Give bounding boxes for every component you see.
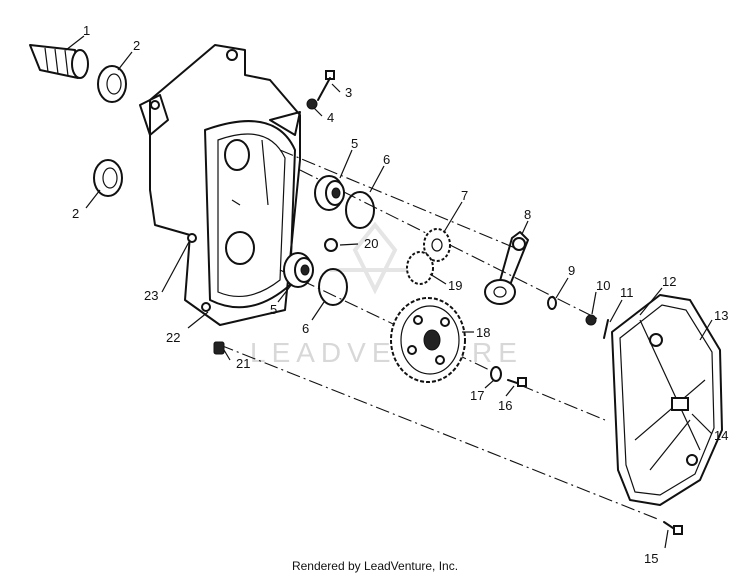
o-ring-upper — [345, 191, 375, 229]
callout-12: 12 — [662, 274, 676, 289]
nut-part-10 — [585, 314, 597, 326]
nut-part-4 — [306, 98, 318, 110]
callout-23: 23 — [144, 288, 158, 303]
callout-13: 13 — [714, 308, 728, 323]
gear-part-18 — [390, 297, 466, 383]
nut-part-20 — [324, 238, 338, 252]
seal-upper — [97, 65, 127, 103]
leader-lines — [65, 35, 713, 549]
bearing-lower — [283, 252, 314, 288]
callout-5b: 5 — [270, 302, 277, 317]
callout-6a: 6 — [383, 152, 390, 167]
plug-part-21 — [213, 341, 225, 355]
callout-11: 11 — [620, 285, 634, 300]
washer-part-9 — [547, 296, 557, 310]
callout-2b: 2 — [72, 206, 79, 221]
callout-18: 18 — [476, 325, 490, 340]
footer-credit: Rendered by LeadVenture, Inc. — [291, 559, 459, 573]
seal-lower — [93, 159, 123, 197]
callout-10: 10 — [596, 278, 610, 293]
bolt-part-3 — [317, 70, 335, 101]
washer-part-17 — [490, 366, 502, 382]
callout-6b: 6 — [302, 321, 309, 336]
callout-2a: 2 — [133, 38, 140, 53]
callout-9: 9 — [568, 263, 575, 278]
callout-16: 16 — [498, 398, 512, 413]
sprocket-part-7 — [423, 228, 451, 262]
bearing-upper — [314, 175, 345, 211]
callout-3: 3 — [345, 85, 352, 100]
bolt-part-15 — [663, 521, 683, 535]
callout-21: 21 — [236, 356, 250, 371]
callout-15: 15 — [644, 551, 658, 566]
callout-8: 8 — [524, 207, 531, 222]
callout-7: 7 — [461, 188, 468, 203]
sprocket-part-19 — [406, 251, 434, 285]
watermark-logo — [330, 221, 420, 295]
tensioner-arm — [484, 231, 529, 305]
shaft-part — [29, 44, 89, 79]
callout-19: 19 — [448, 278, 462, 293]
bolt-part-16 — [507, 377, 527, 387]
callout-1: 1 — [83, 23, 90, 38]
callout-5a: 5 — [351, 136, 358, 151]
chaincase-cover — [611, 294, 723, 506]
callout-22: 22 — [166, 330, 180, 345]
center-lines — [219, 149, 661, 521]
callout-17: 17 — [470, 388, 484, 403]
chaincase-housing — [139, 44, 301, 326]
callout-20: 20 — [364, 236, 378, 251]
o-ring-lower — [318, 268, 348, 306]
watermark-text: LEADVENTURE — [250, 337, 523, 368]
callout-14: 14 — [714, 428, 728, 443]
cotter-pin-part-11 — [603, 319, 609, 339]
callout-4: 4 — [327, 110, 334, 125]
callout-labels: 1 2 2 3 4 5 5 6 6 7 8 9 10 11 12 13 14 1… — [72, 23, 728, 566]
